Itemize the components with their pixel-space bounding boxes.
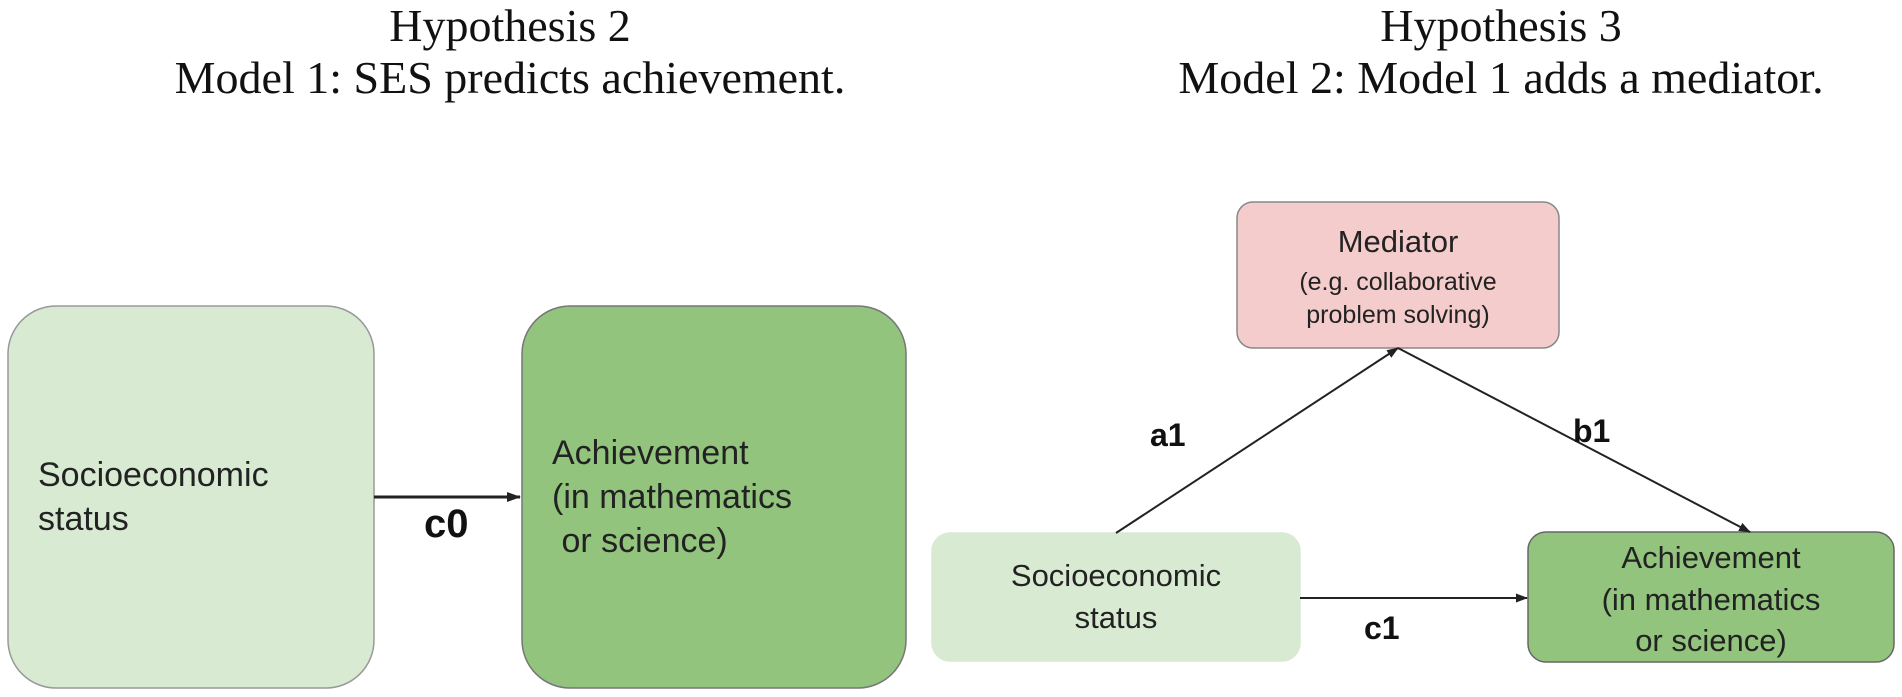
- model1-ses-line2: status: [38, 500, 129, 538]
- model2-ses-line2: status: [1075, 600, 1158, 635]
- model2-achievement-line3: or science): [1635, 623, 1787, 658]
- model2-achievement-line2: (in mathematics: [1602, 582, 1821, 617]
- model2-edge-label-b1: b1: [1573, 413, 1610, 449]
- model2-edge-label-c1: c1: [1364, 610, 1400, 646]
- model2-arrow-b1: [1397, 347, 1751, 533]
- model2-achievement-line1: Achievement: [1621, 540, 1801, 575]
- model1-ses-box: [7, 305, 375, 689]
- model1-diagram: Socioeconomic status Achievement (in mat…: [7, 305, 907, 689]
- model1-hypothesis-title: Hypothesis 2: [389, 0, 631, 51]
- model2-heading: Hypothesis 3 Model 2: Model 1 adds a med…: [1100, 0, 1902, 104]
- model1-achievement-line1: Achievement: [552, 434, 749, 472]
- model1-heading: Hypothesis 2 Model 1: SES predicts achie…: [0, 0, 1020, 104]
- model1-caption: Model 1: SES predicts achievement.: [174, 52, 846, 103]
- model2-mediator-line3: problem solving): [1306, 301, 1489, 329]
- model2-ses-box: [931, 532, 1301, 662]
- model1-ses-line1: Socioeconomic: [38, 456, 269, 494]
- model1-achievement-line2: (in mathematics: [552, 478, 792, 516]
- model2-mediator-line2: (e.g. collaborative: [1299, 268, 1496, 296]
- model1-achievement-box: [521, 305, 907, 689]
- model2-diagram: Mediator (e.g. collaborative problem sol…: [931, 201, 1895, 663]
- model2-ses-line1: Socioeconomic: [1011, 558, 1221, 593]
- model1-achievement-line3: or science): [552, 522, 728, 560]
- model2-caption: Model 2: Model 1 adds a mediator.: [1178, 52, 1824, 103]
- model1-edge-label-c0: c0: [424, 502, 469, 546]
- model2-mediator-line1: Mediator: [1338, 224, 1459, 259]
- model2-arrow-a1: [1115, 347, 1399, 534]
- model2-achievement-box: [1527, 531, 1895, 663]
- model2-hypothesis-title: Hypothesis 3: [1380, 0, 1622, 51]
- model2-edge-label-a1: a1: [1150, 417, 1186, 453]
